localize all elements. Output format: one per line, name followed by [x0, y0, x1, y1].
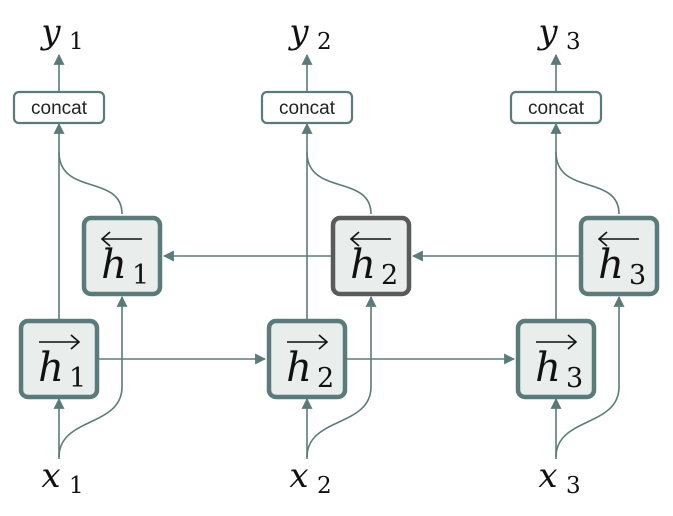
- backward-state-3-subscript: 3: [629, 260, 646, 291]
- left-arrow-icon: [597, 231, 639, 247]
- arrow-head: [349, 231, 360, 247]
- right-arrow-icon: [39, 334, 81, 350]
- right-arrow-icon: [287, 334, 329, 350]
- output-y3-symbol: y: [536, 12, 558, 52]
- concat-box: [509, 90, 603, 125]
- input-x1-subscript: 1: [69, 473, 84, 499]
- concat-box: [260, 90, 354, 125]
- backward-state-3-box: [578, 215, 660, 297]
- backward-state-3-symbol: h: [598, 242, 624, 288]
- right-arrow-icon: [536, 334, 578, 350]
- output-y3-subscript: 3: [566, 29, 581, 55]
- concat-label: concat: [279, 98, 336, 119]
- backward-state-2-box: [330, 215, 412, 297]
- backward-state-1-subscript: 1: [132, 260, 149, 291]
- forward-state-3-box: [515, 318, 597, 400]
- arrow-head: [100, 231, 111, 247]
- edge-backward-to-concat-1: [58, 151, 123, 215]
- input-x2-symbol: x: [289, 456, 308, 496]
- output-y1-subscript: 1: [69, 29, 84, 55]
- backward-state-2-symbol: h: [350, 242, 376, 288]
- input-x3-subscript: 3: [566, 473, 581, 499]
- edge-input-to-backward-3: [555, 295, 625, 458]
- backward-state-1-box: [81, 215, 163, 297]
- concat-label: concat: [528, 98, 585, 119]
- output-y2-symbol: y: [287, 12, 309, 52]
- concat-node-3: concat: [509, 90, 603, 125]
- input-x3-symbol: x: [538, 456, 557, 496]
- edges: [53, 53, 625, 459]
- left-arrow-icon: [349, 231, 391, 247]
- arrow-head: [318, 334, 329, 350]
- forward-state-3-subscript: 3: [566, 363, 583, 394]
- arrow-head: [567, 334, 578, 350]
- forward-state-2-box: [266, 318, 348, 400]
- concat-label: concat: [31, 98, 88, 119]
- forward-state-1-subscript: 1: [69, 363, 86, 394]
- forward-state-2-symbol: h: [286, 345, 312, 391]
- backward-state-1-symbol: h: [101, 242, 127, 288]
- output-y2-subscript: 2: [317, 29, 332, 55]
- backward-state-2-subscript: 2: [381, 260, 398, 291]
- forward-state-1-symbol: h: [38, 345, 64, 391]
- arrow-head: [70, 334, 81, 350]
- arrow-head: [597, 231, 608, 247]
- edge-input-to-backward-2: [306, 295, 377, 458]
- forward-state-1-box: [18, 318, 100, 400]
- edge-input-to-backward-1: [58, 295, 128, 458]
- concat-box: [12, 90, 106, 125]
- input-x1-symbol: x: [41, 456, 60, 496]
- edge-backward-to-concat-2: [306, 151, 372, 215]
- left-arrow-icon: [100, 231, 142, 247]
- edge-backward-to-concat-3: [555, 151, 620, 215]
- forward-state-3-symbol: h: [535, 345, 561, 391]
- concat-node-1: concat: [12, 90, 106, 125]
- forward-state-2-subscript: 2: [317, 363, 334, 394]
- concat-node-2: concat: [260, 90, 354, 125]
- input-x2-subscript: 2: [317, 473, 332, 499]
- output-y1-symbol: y: [39, 12, 61, 52]
